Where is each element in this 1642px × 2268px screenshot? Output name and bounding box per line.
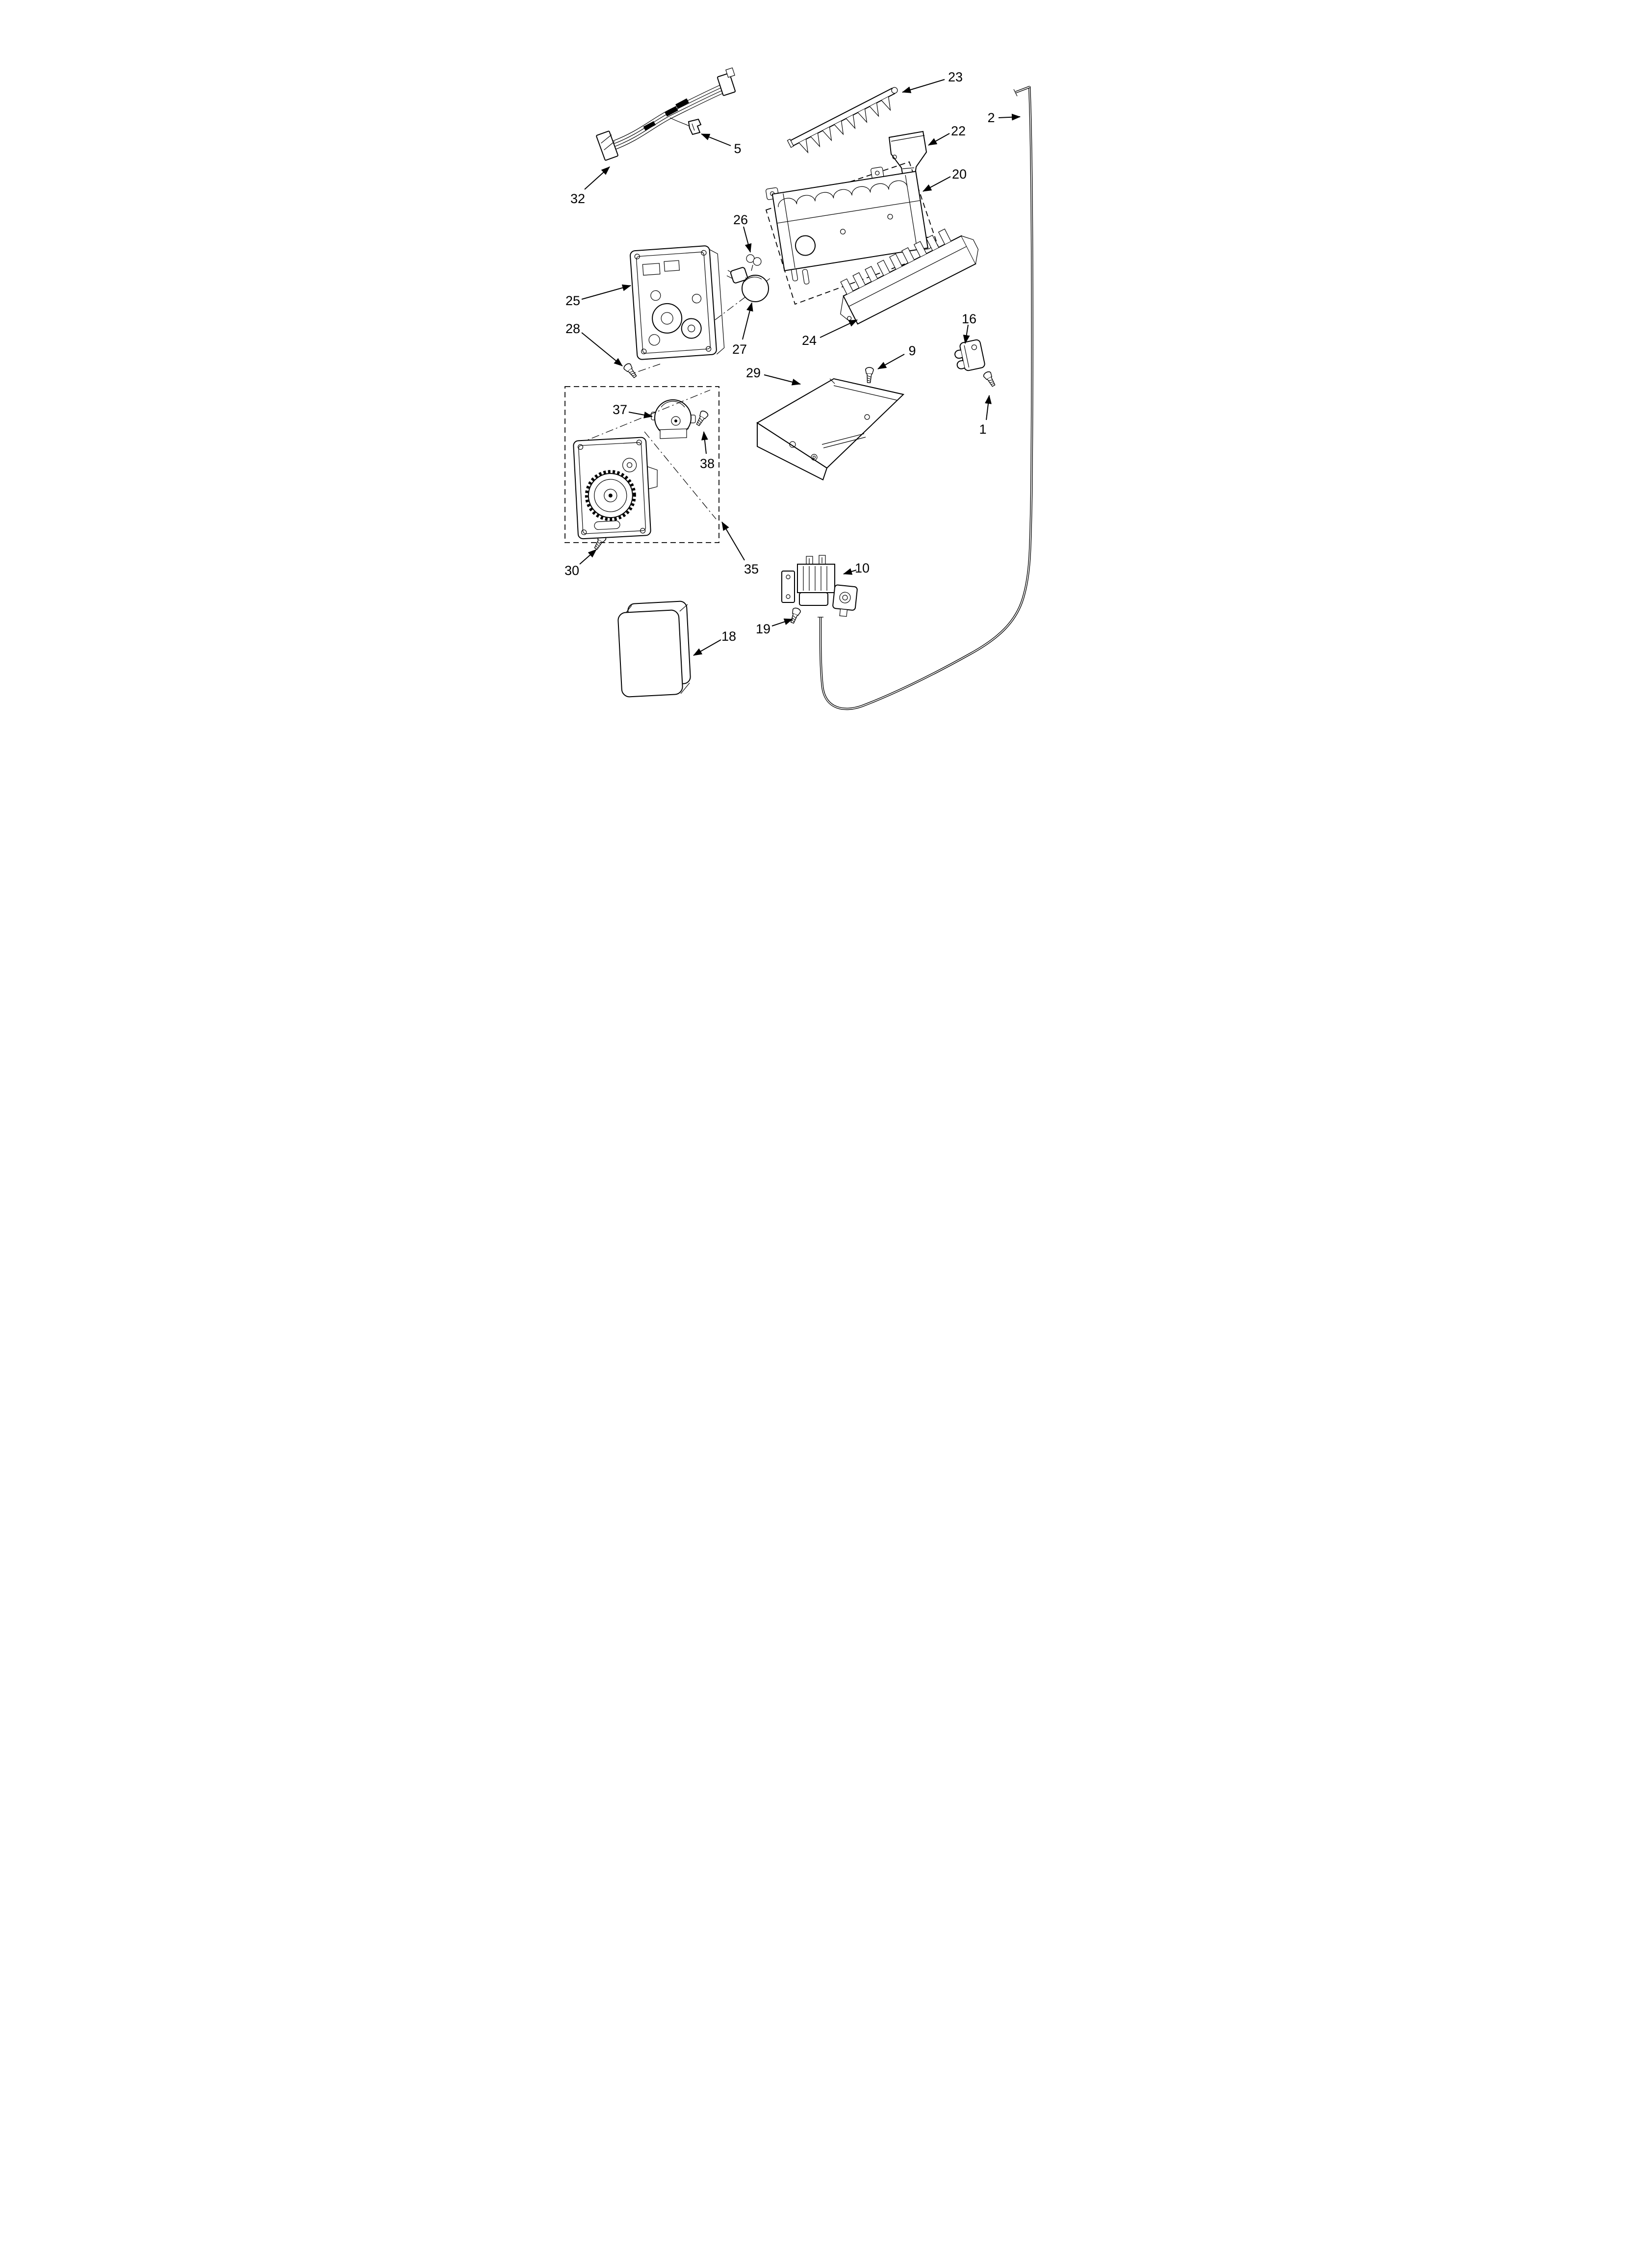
leader-line-18	[693, 639, 721, 656]
leader-line-35	[721, 521, 745, 561]
leader-line-22	[928, 133, 950, 146]
page: 23 2 22 20 5 32 26 25 28 27 24 16 9 29 1…	[547, 0, 1095, 756]
part-25-control-module	[630, 245, 725, 360]
callout-26: 26	[733, 212, 748, 227]
callout-23: 23	[948, 70, 963, 84]
leader-line-20	[923, 176, 951, 192]
part-16-harness-clip	[954, 339, 985, 371]
dashed-outline-35	[564, 386, 719, 543]
callout-1: 1	[979, 422, 986, 437]
part-35-gear-module	[573, 437, 658, 540]
part-38-screw	[694, 409, 710, 428]
leader-line-25	[581, 284, 631, 300]
part-10-water-valve	[781, 555, 858, 617]
callout-2: 2	[987, 110, 995, 125]
part-19-screw	[788, 606, 802, 625]
callout-22: 22	[951, 124, 966, 138]
leader-line-27	[742, 302, 753, 340]
callout-16: 16	[962, 312, 976, 326]
part-9-screw	[864, 366, 874, 384]
callout-10: 10	[855, 561, 870, 575]
leader-line-10	[843, 568, 857, 575]
assembly-axis-line	[715, 277, 771, 320]
part-23-rake	[787, 87, 898, 154]
leader-line-5	[701, 133, 731, 146]
part-2-water-fill-tube	[818, 85, 1033, 710]
part-20-icemaker-mold	[766, 166, 931, 285]
leader-line-1	[985, 395, 992, 420]
part-28-screw	[622, 362, 639, 380]
leader-line-19	[771, 618, 793, 626]
callout-37: 37	[613, 402, 627, 417]
callout-28: 28	[565, 321, 580, 336]
leader-line-38	[701, 431, 708, 454]
part-24-ice-stripper	[840, 228, 979, 325]
leader-line-37	[628, 411, 653, 418]
callout-32: 32	[570, 191, 585, 206]
part-22-fill-cup	[888, 130, 927, 180]
part-26-clamp	[746, 254, 762, 271]
leader-line-24	[820, 319, 858, 338]
callout-18: 18	[721, 629, 736, 644]
leader-line-2	[998, 113, 1021, 121]
leader-line-29	[764, 374, 801, 386]
part-5-clip	[688, 118, 702, 135]
callout-29: 29	[746, 365, 761, 380]
callout-24: 24	[802, 333, 817, 348]
callout-9: 9	[908, 343, 916, 358]
part-29-shield-plate	[756, 378, 905, 481]
leader-line-28	[581, 332, 623, 366]
callout-35: 35	[744, 562, 759, 576]
dashed-outline-20	[765, 161, 941, 305]
part-27-thermostat	[726, 267, 769, 302]
callout-27: 27	[732, 342, 747, 357]
callout-25: 25	[565, 293, 580, 308]
leader-line-9	[877, 354, 905, 369]
part-1-screw	[982, 370, 998, 389]
callout-20: 20	[952, 167, 967, 182]
leader-line-16	[963, 324, 970, 344]
part-32-wiring-harness	[596, 67, 736, 161]
leader-line-30	[579, 549, 597, 565]
callout-19: 19	[756, 622, 770, 636]
callout-5: 5	[734, 141, 741, 156]
leader-line-26	[743, 226, 752, 253]
screw-axis-line-28	[631, 364, 661, 374]
part-18-cover	[617, 600, 691, 698]
leader-line-32	[584, 166, 610, 190]
callout-30: 30	[564, 563, 579, 578]
part-37-motor	[651, 399, 696, 439]
construction-line-2	[644, 431, 717, 520]
callout-38: 38	[700, 456, 715, 471]
icemaker-parts-diagram: 23 2 22 20 5 32 26 25 28 27 24 16 9 29 1…	[564, 67, 1033, 710]
leader-line-23	[902, 79, 945, 93]
